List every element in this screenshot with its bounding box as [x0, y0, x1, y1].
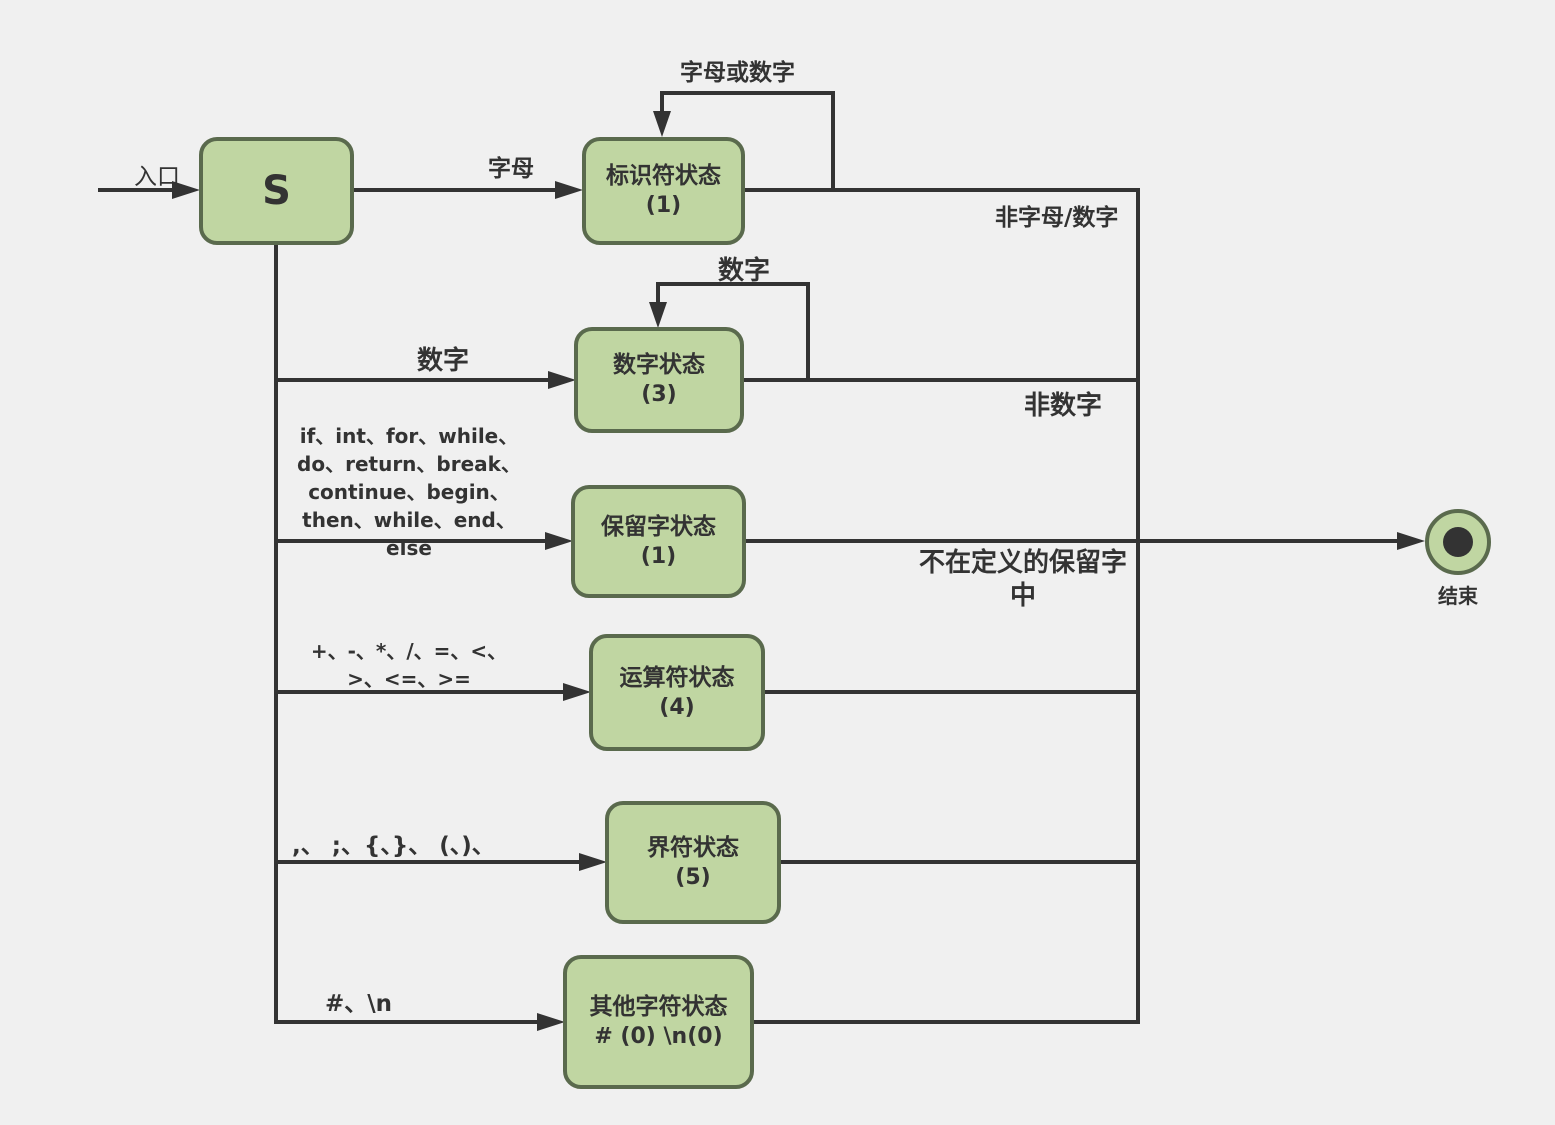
- end-arrowhead: [1397, 532, 1425, 550]
- label-to-reserved: if、int、for、while、 do、return、break、 conti…: [297, 424, 521, 560]
- state-name: 界符状态: [647, 834, 739, 861]
- state-code: (1): [640, 543, 677, 569]
- other-arrowhead: [537, 1013, 565, 1031]
- identifier-loop-arrowhead: [653, 111, 671, 137]
- end-state-dot: [1443, 527, 1473, 557]
- arrowheads: [172, 111, 1425, 1031]
- edge-lines: [98, 91, 1412, 1024]
- label-to-identifier: 字母: [488, 156, 534, 182]
- label-number-loop: 数字: [718, 256, 771, 286]
- state-code: (3): [641, 382, 677, 407]
- label-to-number: 数字: [417, 346, 470, 376]
- start-state-node: S: [199, 137, 354, 245]
- identifier-loop-edge: [660, 91, 835, 192]
- other-char-state-node: 其他字符状态 # (0) \n(0): [563, 955, 754, 1089]
- number-arrowhead: [548, 371, 576, 389]
- start-state-label: S: [262, 168, 291, 214]
- label-to-other: #、\n: [325, 991, 393, 1017]
- state-code: (4): [659, 694, 695, 720]
- label-to-delimiter: ,、 ;、{、}、 (、)、: [292, 833, 495, 859]
- label-identifier-loop: 字母或数字: [680, 60, 795, 86]
- state-name: 数字状态: [613, 352, 705, 378]
- state-name: 标识符状态: [606, 163, 721, 189]
- number-state-node: 数字状态 (3): [574, 327, 744, 433]
- state-name: 其他字符状态: [589, 994, 728, 1020]
- delimiter-state-node: 界符状态 (5): [605, 801, 781, 924]
- end-state-node: [1425, 509, 1491, 575]
- operator-arrowhead: [563, 683, 591, 701]
- reserved-arrowhead: [545, 532, 573, 550]
- state-code: # (0) \n(0): [594, 1024, 723, 1049]
- operator-state-node: 运算符状态 (4): [589, 634, 765, 751]
- state-name: 保留字状态: [601, 513, 716, 540]
- number-loop-edge: [656, 282, 810, 382]
- entry-label: 入口: [134, 164, 180, 190]
- label-identifier-exit: 非字母/数字: [995, 205, 1119, 231]
- number-loop-arrowhead: [649, 302, 667, 328]
- identifier-state-node: 标识符状态 (1): [582, 137, 745, 245]
- state-name: 运算符状态: [619, 664, 735, 691]
- label-to-operator: +、-、*、/、=、<、 >、<=、>=: [310, 639, 508, 691]
- end-state-label: 结束: [1438, 584, 1478, 608]
- state-code: (1): [645, 193, 682, 218]
- state-code: (5): [675, 864, 711, 890]
- reserved-word-state-node: 保留字状态 (1): [571, 485, 746, 598]
- label-number-exit: 非数字: [1024, 391, 1103, 421]
- delimiter-arrowhead: [579, 853, 607, 871]
- label-reserved-exit: 不在定义的保留字 中: [918, 548, 1127, 611]
- entry-arrowhead: [172, 181, 200, 199]
- identifier-arrowhead: [555, 181, 583, 199]
